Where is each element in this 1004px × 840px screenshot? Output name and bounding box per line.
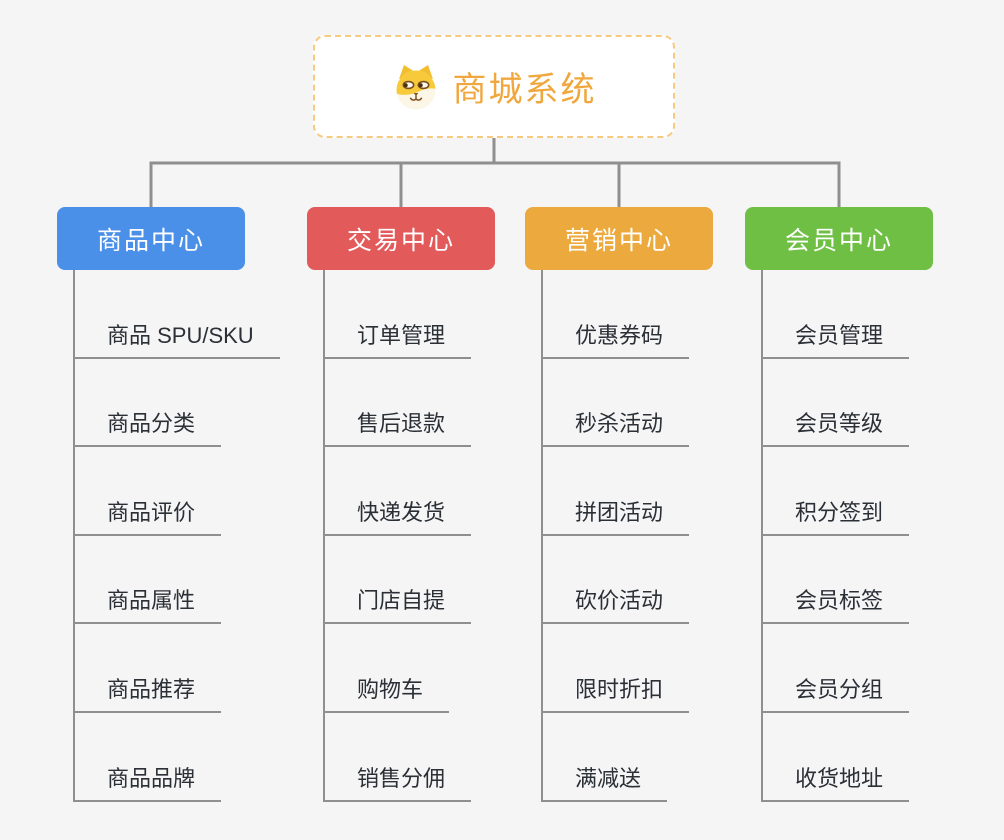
leaf-node[interactable]: 满减送 xyxy=(543,713,713,802)
leaf-label[interactable]: 门店自提 xyxy=(325,583,472,625)
branch-label: 商品中心 xyxy=(96,226,205,255)
leaf-label[interactable]: 收货地址 xyxy=(763,761,910,802)
branch-node-marketing-center[interactable]: 营销中心 xyxy=(525,207,713,270)
leaf-label[interactable]: 会员分组 xyxy=(763,672,910,713)
branch-label: 会员中心 xyxy=(784,226,893,255)
shiba-dog-icon xyxy=(396,64,435,109)
leaf-label[interactable]: 秒杀活动 xyxy=(543,406,690,448)
branch-node-trade-center[interactable]: 交易中心 xyxy=(307,207,495,270)
branch-member-center: 会员中心 会员管理 会员等级 积分签到 会员标签 会员分组 收货地址 xyxy=(745,207,933,802)
leaf-node[interactable]: 商品分类 xyxy=(75,359,280,448)
leaf-label[interactable]: 商品分类 xyxy=(75,406,222,448)
branch-rail-line xyxy=(149,161,841,207)
leaf-node[interactable]: 积分签到 xyxy=(763,447,933,536)
leaf-label[interactable]: 会员管理 xyxy=(763,318,910,359)
branch-marketing-center: 营销中心 优惠券码 秒杀活动 拼团活动 砍价活动 限时折扣 满减送 xyxy=(525,207,713,802)
leaf-label[interactable]: 积分签到 xyxy=(763,495,910,536)
leaf-node[interactable]: 售后退款 xyxy=(325,359,495,448)
leaf-node[interactable]: 会员分组 xyxy=(763,624,933,713)
leaf-label[interactable]: 会员标签 xyxy=(763,583,910,625)
leaf-label[interactable]: 商品评价 xyxy=(75,495,222,536)
leaf-label[interactable]: 满减送 xyxy=(543,761,668,802)
leaf-label[interactable]: 优惠券码 xyxy=(543,318,690,359)
leaf-label[interactable]: 限时折扣 xyxy=(543,672,690,713)
leaf-node[interactable]: 会员管理 xyxy=(763,270,933,359)
leaf-label[interactable]: 销售分佣 xyxy=(325,761,472,802)
leaf-node[interactable]: 商品品牌 xyxy=(75,713,280,802)
leaf-node[interactable]: 收货地址 xyxy=(763,713,933,802)
leaf-node[interactable]: 门店自提 xyxy=(325,536,495,625)
leaf-label[interactable]: 会员等级 xyxy=(763,406,910,448)
leaf-node[interactable]: 订单管理 xyxy=(325,270,495,359)
leaf-label[interactable]: 商品 SPU/SKU xyxy=(75,318,280,359)
leaf-label[interactable]: 快递发货 xyxy=(325,495,472,536)
branch-product-center: 商品中心 商品 SPU/SKU 商品分类 商品评价 商品属性 商品推荐 商品品牌 xyxy=(57,207,280,802)
leaf-label[interactable]: 售后退款 xyxy=(325,406,472,448)
branch-children-marketing-center: 优惠券码 秒杀活动 拼团活动 砍价活动 限时折扣 满减送 xyxy=(541,270,713,802)
branch-children-trade-center: 订单管理 售后退款 快递发货 门店自提 购物车 销售分佣 xyxy=(323,270,495,802)
leaf-node[interactable]: 砍价活动 xyxy=(543,536,713,625)
branch-node-product-center[interactable]: 商品中心 xyxy=(57,207,245,270)
leaf-label[interactable]: 购物车 xyxy=(325,672,450,713)
branch-trade-center: 交易中心 订单管理 售后退款 快递发货 门店自提 购物车 销售分佣 xyxy=(307,207,495,802)
leaf-node[interactable]: 购物车 xyxy=(325,624,495,713)
leaf-node[interactable]: 优惠券码 xyxy=(543,270,713,359)
branch-label: 营销中心 xyxy=(564,226,673,255)
branch-node-member-center[interactable]: 会员中心 xyxy=(745,207,933,270)
branch-children-product-center: 商品 SPU/SKU 商品分类 商品评价 商品属性 商品推荐 商品品牌 xyxy=(73,270,280,802)
leaf-node[interactable]: 秒杀活动 xyxy=(543,359,713,448)
leaf-node[interactable]: 会员等级 xyxy=(763,359,933,448)
root-title: 商城系统 xyxy=(452,71,597,109)
leaf-node[interactable]: 销售分佣 xyxy=(325,713,495,802)
leaf-node[interactable]: 会员标签 xyxy=(763,536,933,625)
leaf-node[interactable]: 商品推荐 xyxy=(75,624,280,713)
leaf-label[interactable]: 商品推荐 xyxy=(75,672,222,713)
leaf-node[interactable]: 拼团活动 xyxy=(543,447,713,536)
leaf-label[interactable]: 砍价活动 xyxy=(543,583,690,625)
branch-label: 交易中心 xyxy=(346,226,455,255)
leaf-node[interactable]: 商品属性 xyxy=(75,536,280,625)
leaf-node[interactable]: 商品评价 xyxy=(75,447,280,536)
leaf-label[interactable]: 订单管理 xyxy=(325,318,472,359)
leaf-node[interactable]: 商品 SPU/SKU xyxy=(75,270,280,359)
leaf-label[interactable]: 商品品牌 xyxy=(75,761,222,802)
leaf-label[interactable]: 商品属性 xyxy=(75,583,222,625)
root-node[interactable]: 商城系统 xyxy=(313,35,675,138)
branch-children-member-center: 会员管理 会员等级 积分签到 会员标签 会员分组 收货地址 xyxy=(761,270,933,802)
leaf-node[interactable]: 快递发货 xyxy=(325,447,495,536)
leaf-node[interactable]: 限时折扣 xyxy=(543,624,713,713)
leaf-label[interactable]: 拼团活动 xyxy=(543,495,690,536)
